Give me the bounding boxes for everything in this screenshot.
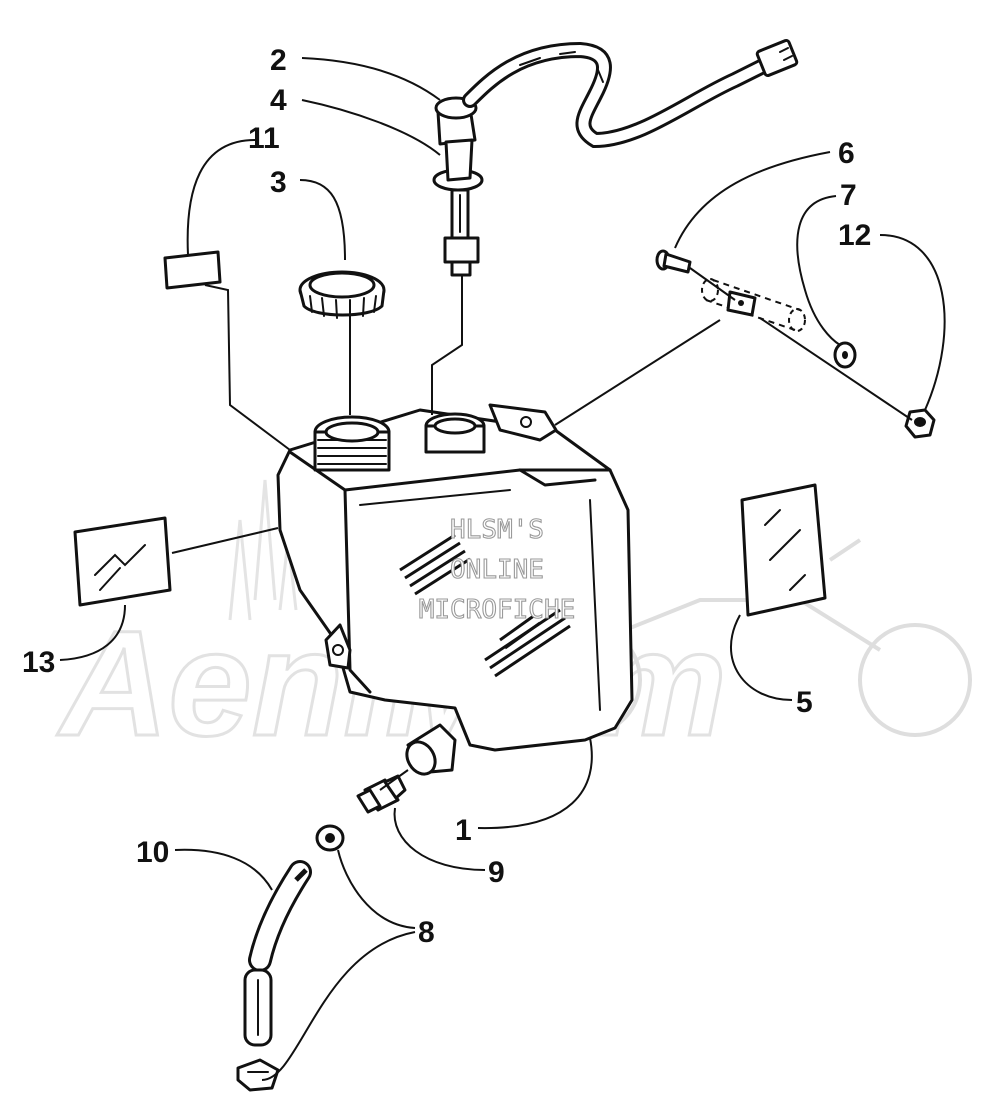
- callout-11[interactable]: 11: [248, 122, 280, 155]
- wire-harness: [462, 38, 799, 149]
- callout-9[interactable]: 9: [488, 856, 505, 889]
- callout-7[interactable]: 7: [840, 179, 857, 212]
- tank-shading: [399, 533, 571, 678]
- callouts: 2 4 11 3 6 7 12 13 5 1 9 10 8: [22, 44, 871, 949]
- callout-10[interactable]: 10: [136, 836, 169, 869]
- callout-2[interactable]: 2: [270, 44, 287, 77]
- mount-bolt[interactable]: [655, 249, 692, 274]
- decal-13[interactable]: [73, 516, 172, 607]
- filler-neck: [313, 415, 391, 472]
- mount-washer[interactable]: [833, 341, 857, 369]
- sender-port: [424, 412, 486, 454]
- callout-6[interactable]: 6: [838, 137, 855, 170]
- watermark-text: HLSM'S ONLINE MICROFICHE: [418, 514, 576, 625]
- hose-clamp-lower[interactable]: [236, 1058, 280, 1092]
- oil-tank[interactable]: [276, 403, 634, 779]
- callout-4[interactable]: 4: [270, 84, 287, 117]
- hose-clamp-upper[interactable]: [315, 824, 345, 852]
- oil-hose[interactable]: [243, 860, 312, 1047]
- hose-fitting[interactable]: [356, 774, 407, 814]
- decal-11[interactable]: [163, 250, 222, 290]
- watermark-line-2: ONLINE: [450, 555, 544, 585]
- callout-1[interactable]: 1: [455, 814, 472, 847]
- callout-12[interactable]: 12: [838, 219, 871, 252]
- callout-3[interactable]: 3: [270, 166, 287, 199]
- decal-5[interactable]: [740, 483, 827, 617]
- connector-icon: [755, 38, 799, 78]
- watermark-line-3: MICROFICHE: [419, 595, 576, 625]
- watermark-line-1: HLSM'S: [450, 515, 544, 545]
- oil-level-sender[interactable]: [432, 96, 484, 277]
- filler-cap[interactable]: [298, 270, 386, 319]
- callout-5[interactable]: 5: [796, 686, 813, 719]
- bushing-spacer: [701, 278, 806, 332]
- callout-8[interactable]: 8: [418, 916, 435, 949]
- mount-nut[interactable]: [904, 408, 936, 439]
- callout-13[interactable]: 13: [22, 646, 55, 679]
- leader-lines: [59, 57, 946, 1081]
